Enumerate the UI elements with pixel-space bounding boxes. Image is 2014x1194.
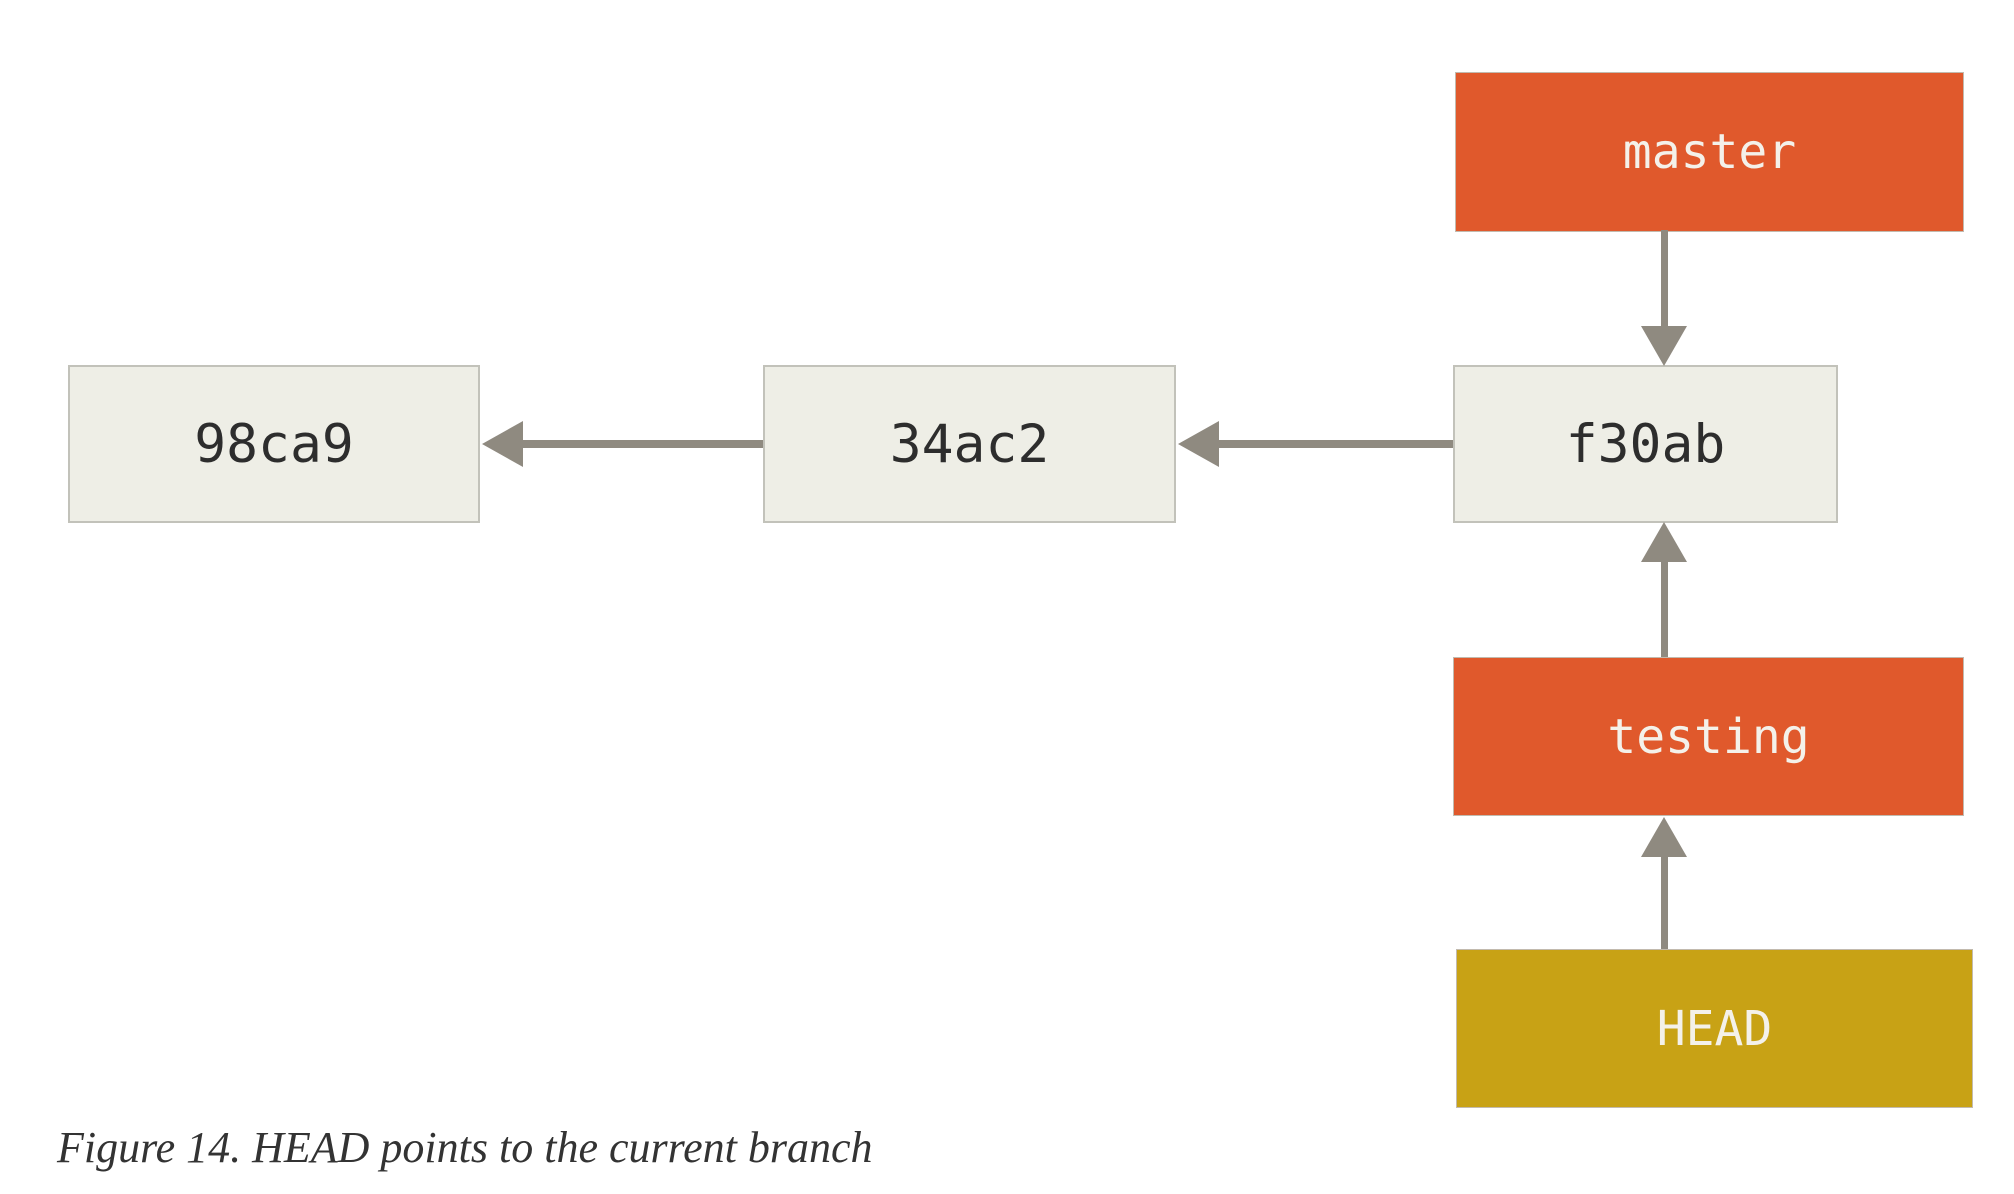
branch-label: testing [1607,708,1810,765]
figure-caption: Figure 14. HEAD points to the current br… [57,1123,873,1172]
commit-node-f30ab: f30ab [1453,365,1838,523]
arrow-line [1216,440,1453,448]
branch-node-testing: testing [1453,657,1964,816]
commit-node-34ac2: 34ac2 [763,365,1176,523]
head-node: HEAD [1456,949,1973,1108]
arrow-head-down-icon [1641,326,1687,366]
arrow-head-up-icon [1641,522,1687,562]
arrow-line [520,440,763,448]
branch-label: master [1622,124,1797,180]
commit-label: 98ca9 [194,413,354,475]
commit-label: 34ac2 [889,413,1050,475]
arrow-head-left-icon [1178,421,1219,467]
commit-node-98ca9: 98ca9 [68,365,480,523]
arrow-head-up-icon [1641,817,1687,857]
commit-label: f30ab [1565,413,1726,475]
arrow-line [1661,230,1668,328]
head-label: HEAD [1656,1000,1773,1057]
branch-node-master: master [1455,72,1964,232]
arrow-line [1661,855,1668,949]
arrow-line [1661,560,1668,657]
arrow-head-left-icon [482,421,523,467]
